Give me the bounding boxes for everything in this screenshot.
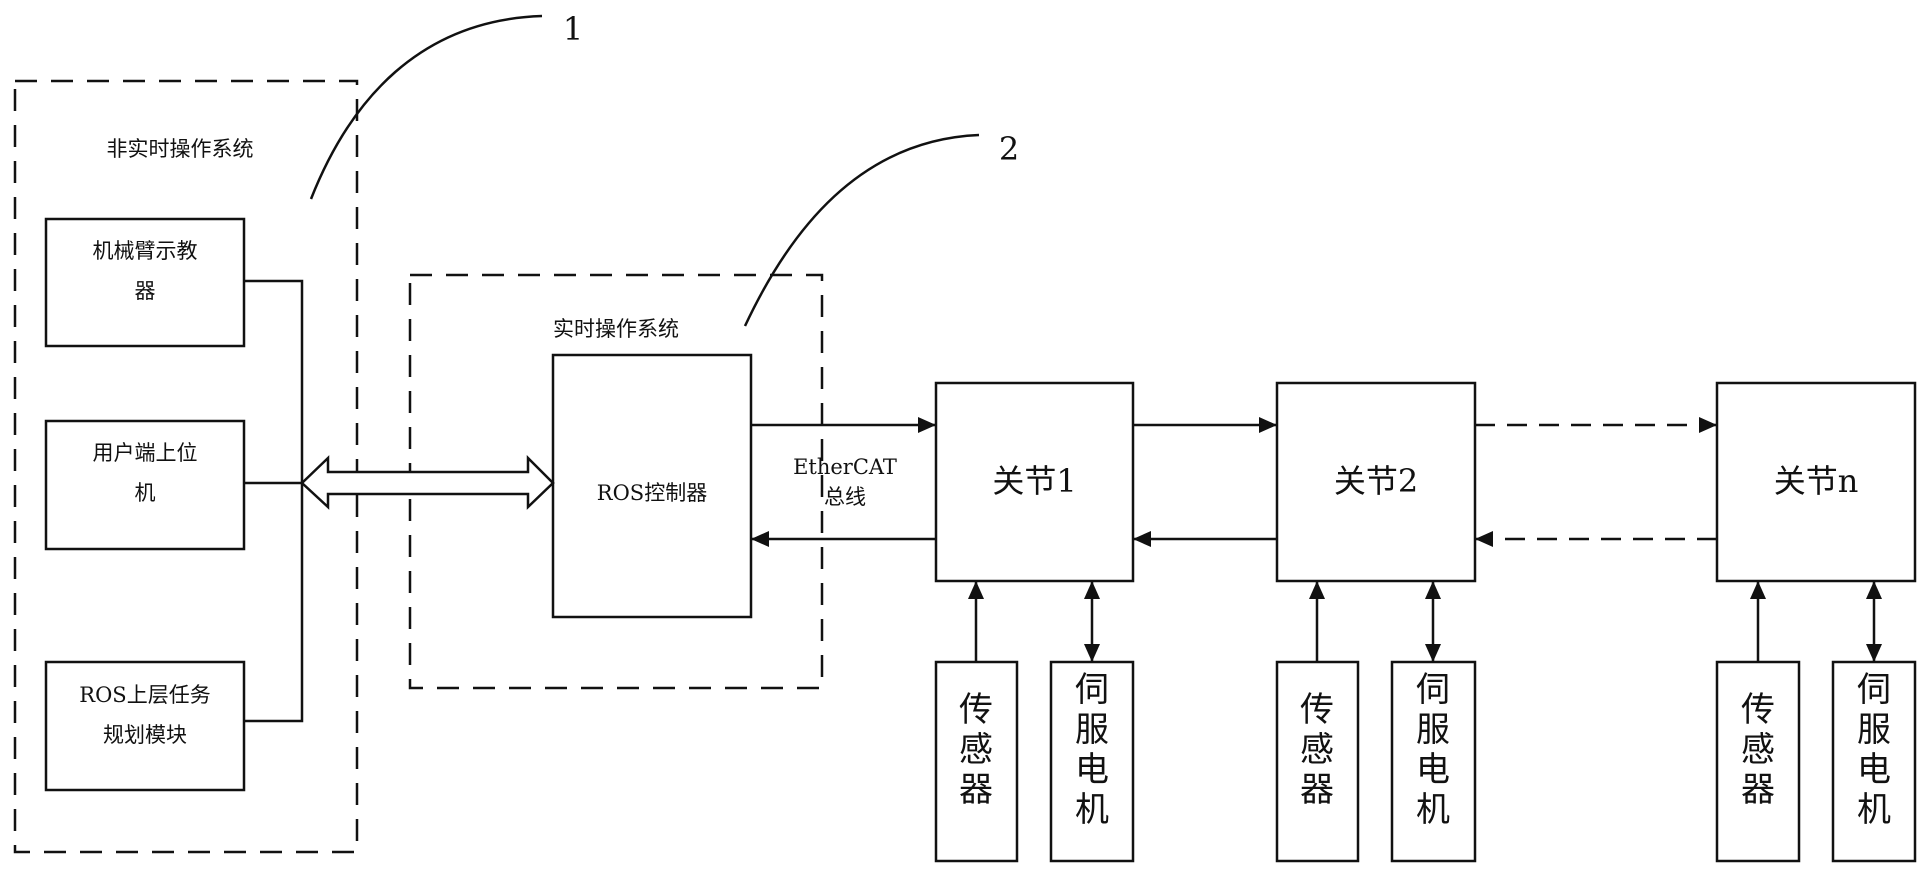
callout-2-leader bbox=[743, 133, 980, 327]
non-realtime-os-container bbox=[13, 79, 359, 854]
joint-box-2[interactable] bbox=[1275, 381, 1477, 583]
module-bus-line bbox=[244, 279, 304, 723]
module-host-pc-line2: 机 bbox=[134, 481, 156, 506]
callout-label-2: 2 bbox=[998, 130, 1020, 168]
callout-1-leader bbox=[309, 14, 543, 200]
module-task-planner-line2: 规划模块 bbox=[103, 723, 187, 748]
sensor-2-label: 传感器 bbox=[1300, 690, 1334, 811]
sensor-1-label: 传感器 bbox=[959, 690, 993, 811]
joint-n-label: 关节n bbox=[1773, 462, 1859, 500]
non-realtime-os-title: 非实时操作系统 bbox=[106, 137, 254, 161]
module-teach-pendant-line2: 器 bbox=[134, 279, 156, 304]
motor-n-label: 伺服电机 bbox=[1857, 670, 1891, 831]
module-host-pc-label: 用户端上位 机 bbox=[46, 438, 244, 509]
callout-label-1: 1 bbox=[562, 10, 584, 48]
motor-2-label: 伺服电机 bbox=[1416, 670, 1450, 831]
motor-1-label: 伺服电机 bbox=[1075, 670, 1109, 831]
sensor-n-label: 传感器 bbox=[1741, 690, 1775, 811]
module-task-planner-line1: ROS上层任务 bbox=[79, 683, 211, 707]
module-box-host-pc[interactable] bbox=[44, 419, 246, 551]
joint-2-label: 关节2 bbox=[1333, 462, 1419, 500]
ros-controller-box[interactable] bbox=[551, 353, 753, 619]
ros-controller-label: ROS控制器 bbox=[596, 481, 708, 505]
joint-box-1[interactable] bbox=[934, 381, 1135, 583]
module-box-task-planner[interactable] bbox=[44, 660, 246, 792]
module-task-planner-label: ROS上层任务 规划模块 bbox=[46, 680, 244, 751]
module-teach-pendant-label: 机械臂示教 器 bbox=[46, 236, 244, 307]
joint-box-n[interactable] bbox=[1715, 381, 1917, 583]
ethercat-bus-line1: EtherCAT bbox=[793, 455, 897, 479]
module-teach-pendant-line1: 机械臂示教 bbox=[92, 239, 198, 263]
module-box-teach-pendant[interactable] bbox=[44, 217, 246, 348]
ethercat-bus-label: EtherCAT 总线 bbox=[770, 452, 920, 513]
realtime-os-title: 实时操作系统 bbox=[553, 317, 679, 341]
joint-1-label: 关节1 bbox=[992, 462, 1077, 500]
bidirectional-link-arrow bbox=[300, 454, 555, 510]
ethercat-bus-line2: 总线 bbox=[824, 485, 866, 510]
module-host-pc-line1: 用户端上位 bbox=[92, 441, 198, 465]
